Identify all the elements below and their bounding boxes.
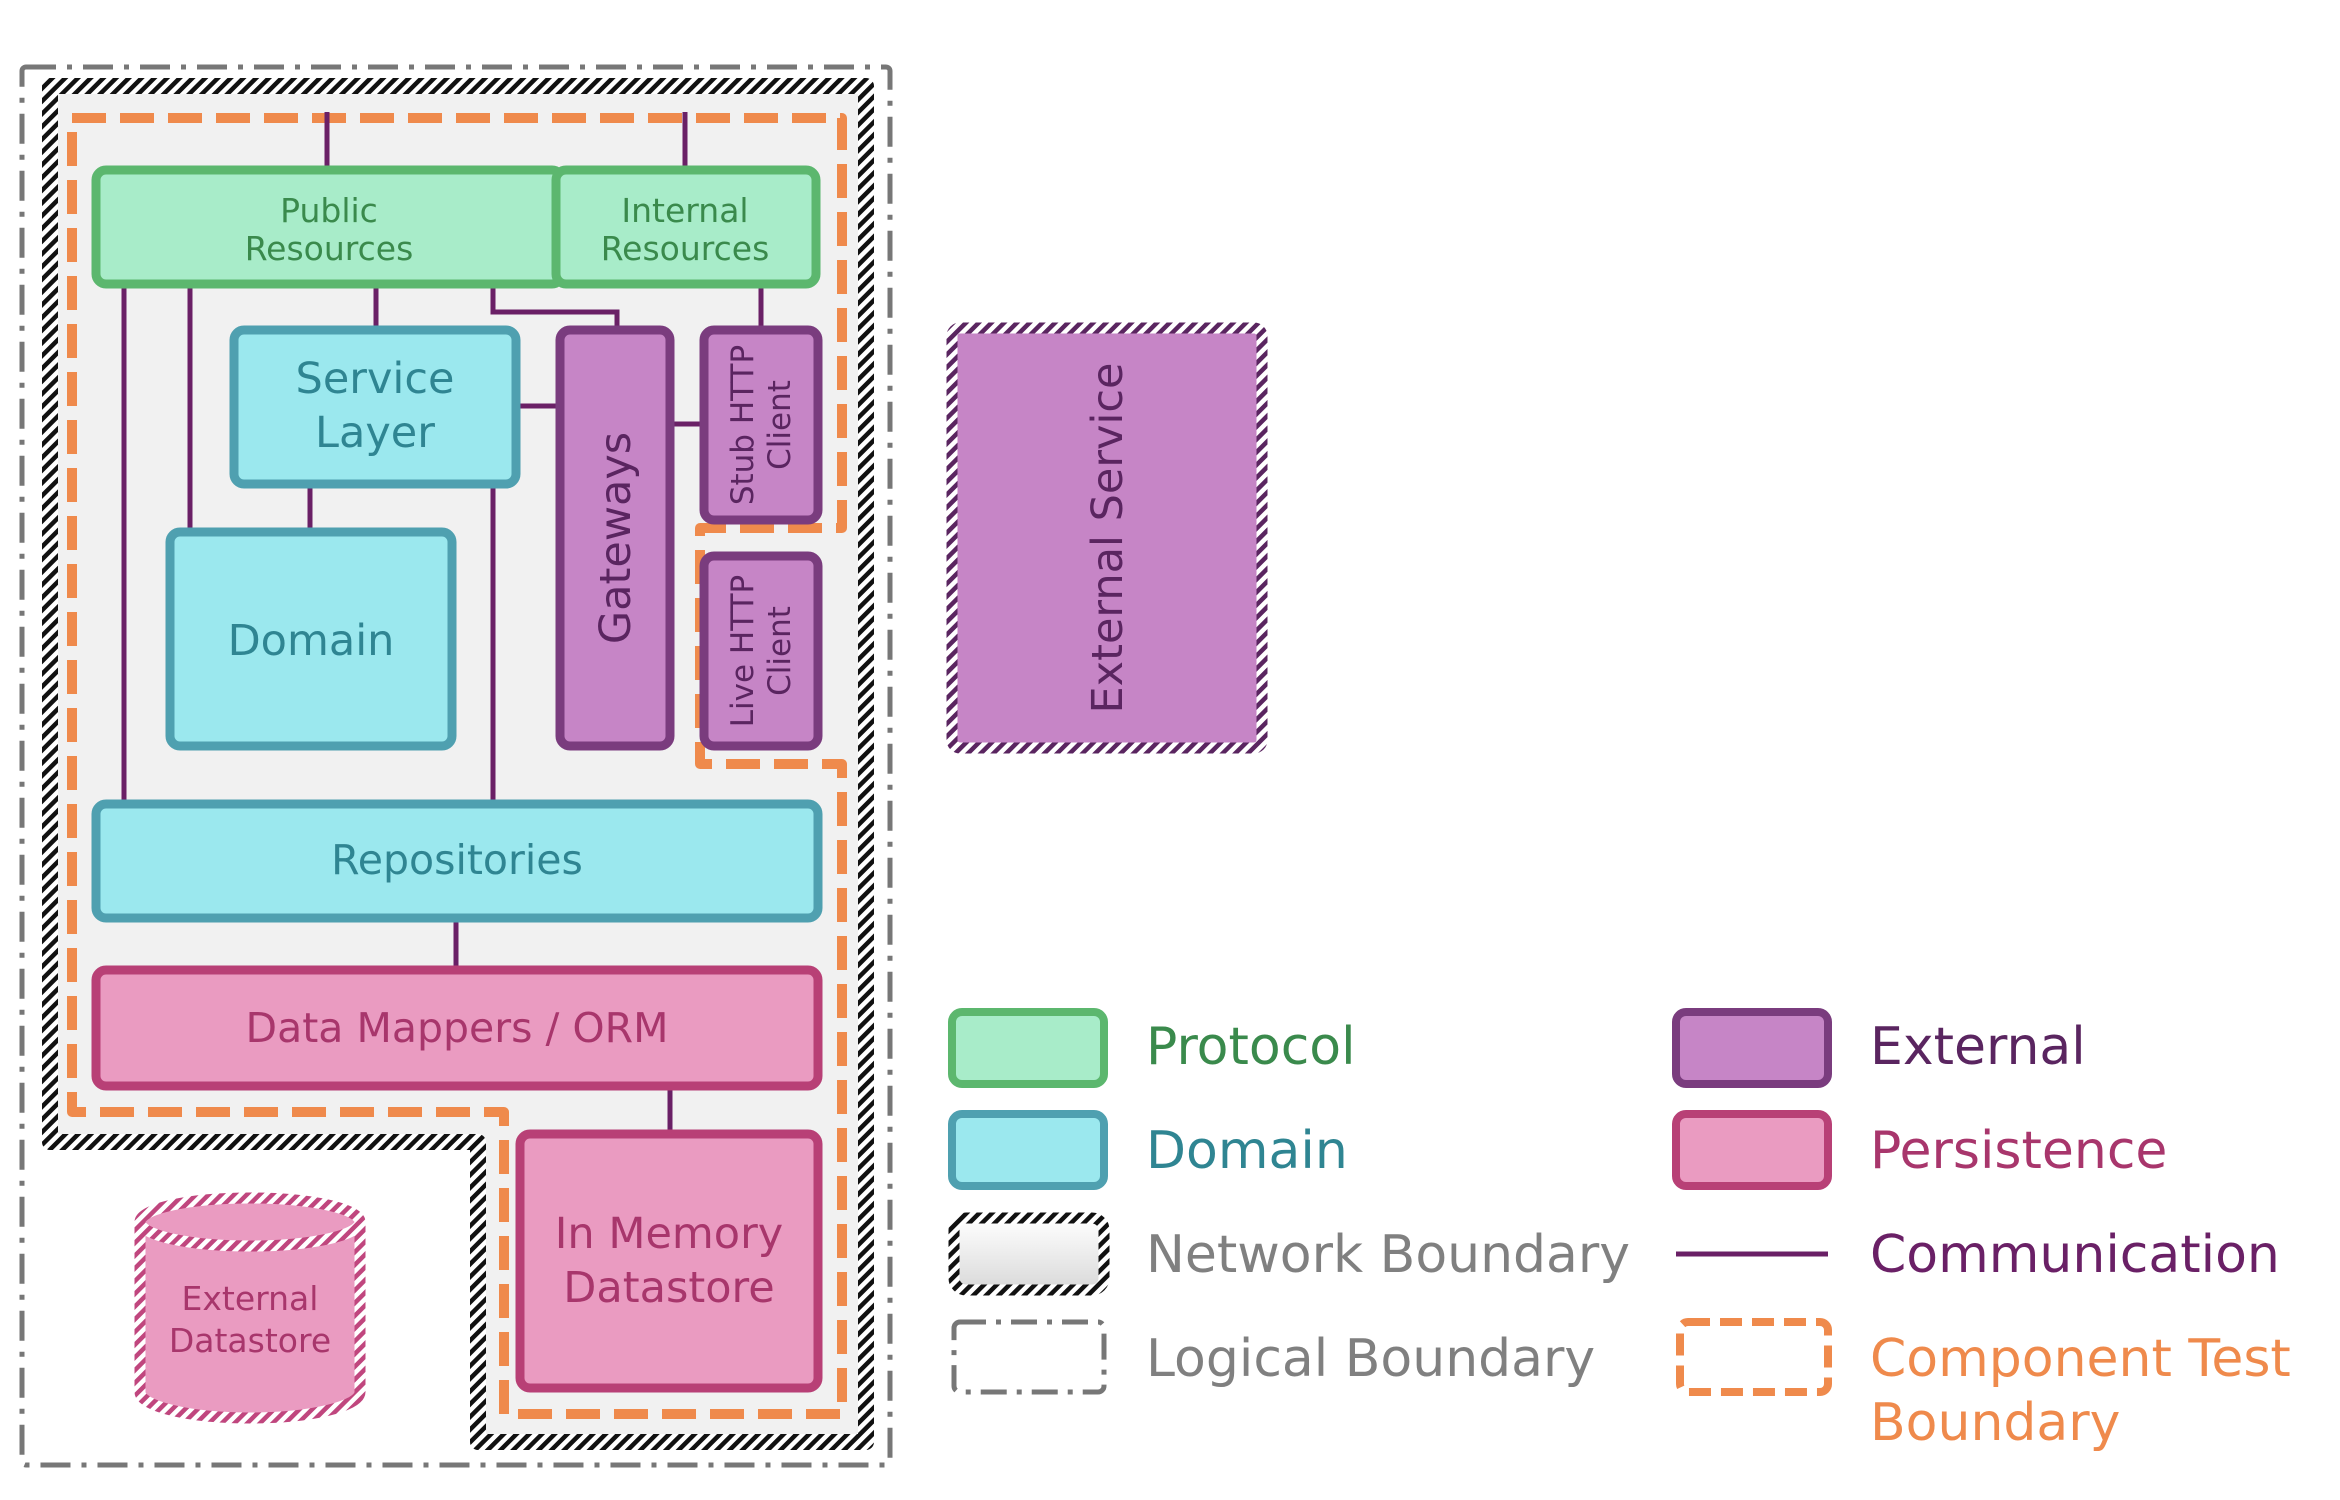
- gateways-box: [555, 325, 675, 751]
- legend: Protocol Domain Network Boundary Logical…: [948, 1008, 2291, 1453]
- legend-label-external: External: [1870, 1017, 2086, 1077]
- logical-boundary: [19, 64, 893, 1468]
- component-test-boundary: [67, 113, 847, 1419]
- live-http-client-label: Client: [762, 606, 798, 696]
- legend-swatch-domain: [948, 1110, 1108, 1190]
- in-memory-datastore-label: In Memory: [555, 1209, 783, 1259]
- public-resources-label: Resources: [245, 229, 414, 268]
- repositories-box: [91, 799, 823, 923]
- svg-text:External: External: [182, 1279, 319, 1318]
- svg-text:Service: Service: [296, 354, 455, 404]
- legend-label-persistence: Persistence: [1870, 1121, 2167, 1181]
- svg-text:In Memory: In Memory: [555, 1209, 783, 1259]
- legend-label-component-test: Boundary: [1870, 1393, 2120, 1453]
- public-resources-label: Public: [280, 191, 378, 230]
- stub-http-client-label: Client: [762, 380, 798, 470]
- external-datastore-label: External: [182, 1279, 319, 1318]
- communication-lines: [121, 112, 764, 1136]
- legend-swatch-logical-boundary: [951, 1319, 1107, 1395]
- internal-resources-label: Resources: [601, 229, 770, 268]
- svg-text:Stub HTTP: Stub HTTP: [725, 345, 761, 505]
- svg-text:Boundary: Boundary: [1870, 1393, 2120, 1453]
- legend-swatch-protocol: [948, 1008, 1108, 1088]
- external-service-label: External Service: [1083, 363, 1133, 714]
- svg-text:Internal: Internal: [621, 191, 748, 230]
- external-datastore-cylinder: [134, 1192, 366, 1424]
- data-mappers-label: Data Mappers / ORM: [246, 1004, 669, 1052]
- svg-text:Resources: Resources: [601, 229, 770, 268]
- svg-text:Datastore: Datastore: [563, 1263, 774, 1313]
- svg-text:Live HTTP: Live HTTP: [725, 575, 761, 728]
- domain-label: Domain: [228, 616, 395, 666]
- svg-text:Layer: Layer: [315, 408, 435, 458]
- svg-text:Resources: Resources: [245, 229, 414, 268]
- legend-label-protocol: Protocol: [1146, 1017, 1356, 1077]
- svg-text:Public: Public: [280, 191, 378, 230]
- external-datastore-label: Datastore: [169, 1321, 331, 1360]
- svg-text:Client: Client: [762, 380, 798, 470]
- domain-box: [165, 527, 457, 751]
- in-memory-datastore-label: Datastore: [563, 1263, 774, 1313]
- legend-swatch-component-test: [1676, 1318, 1832, 1396]
- legend-swatch-network-boundary: [948, 1212, 1110, 1296]
- legend-swatch-external: [1672, 1008, 1832, 1088]
- svg-text:Datastore: Datastore: [169, 1321, 331, 1360]
- svg-text:Client: Client: [762, 606, 798, 696]
- legend-label-logical-boundary: Logical Boundary: [1146, 1329, 1595, 1389]
- stub-http-client-label: Stub HTTP: [725, 345, 761, 505]
- legend-label-communication: Communication: [1870, 1225, 2280, 1285]
- internal-resources-box: [551, 165, 821, 289]
- legend-label-network-boundary: Network Boundary: [1146, 1225, 1630, 1285]
- service-layer-label: Layer: [315, 408, 435, 458]
- service-layer-box: [229, 325, 521, 489]
- live-http-client-label: Live HTTP: [725, 575, 761, 728]
- external-service-box: [946, 322, 1268, 754]
- legend-label-domain: Domain: [1146, 1121, 1348, 1181]
- live-http-client-box: [699, 551, 823, 751]
- data-mappers-box: [91, 965, 823, 1091]
- legend-swatch-persistence: [1672, 1110, 1832, 1190]
- gateways-label: Gateways: [591, 432, 641, 644]
- service-layer-label: Service: [296, 354, 455, 404]
- svg-text:Component Test: Component Test: [1870, 1329, 2291, 1389]
- in-memory-datastore-box: [515, 1129, 823, 1393]
- repositories-label: Repositories: [331, 836, 583, 884]
- stub-http-client-box: [699, 325, 823, 525]
- internal-resources-label: Internal: [621, 191, 748, 230]
- legend-label-component-test: Component Test: [1870, 1329, 2291, 1389]
